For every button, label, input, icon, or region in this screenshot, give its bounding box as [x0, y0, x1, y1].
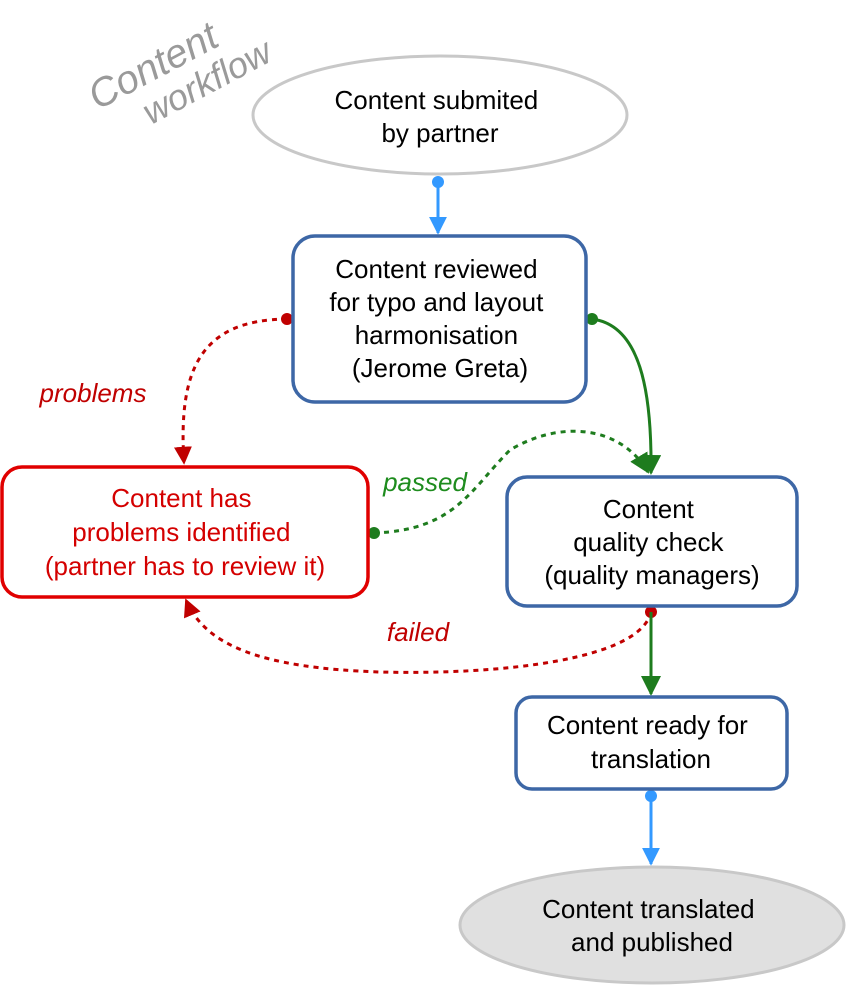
edge-ready-to-published — [642, 790, 660, 866]
node-label-line: Content reviewed — [335, 254, 537, 284]
edge-reviewed-to-quality — [586, 313, 662, 475]
node-label-line: (Jerome Greta) — [352, 353, 528, 383]
edge-label-passed: passed — [382, 467, 468, 497]
diagram-title: Content workflow — [81, 13, 280, 132]
node-label-line: harmonisation — [355, 320, 518, 350]
node-label-line: for typo and layout — [329, 287, 544, 317]
node-label: Content ready for translation — [547, 710, 755, 774]
node-content-problems: Content has problems identified (partner… — [0, 465, 370, 599]
node-label-line: quality check — [573, 527, 724, 557]
node-content-published: Content translated and published — [458, 865, 846, 985]
node-label-line: Content — [603, 494, 695, 524]
edge-start-dot — [281, 313, 293, 325]
edge-start-dot — [368, 527, 380, 539]
edge-label-problems: problems — [39, 378, 147, 408]
edge-start-dot — [432, 176, 444, 188]
node-label: Content submited by partner — [334, 85, 545, 148]
edge-submitted-to-reviewed — [429, 176, 447, 235]
node-label: Content has problems identified (partner… — [45, 483, 325, 581]
node-label-line: translation — [591, 744, 711, 774]
node-label-line: (quality managers) — [544, 560, 759, 590]
node-content-submitted: Content submited by partner — [251, 54, 629, 176]
node-label: Content quality check (quality managers) — [544, 494, 759, 590]
edge-label-failed: failed — [387, 617, 451, 647]
node-content-reviewed: Content reviewed for typo and layout har… — [291, 234, 588, 404]
node-label-line: Content ready for — [547, 710, 748, 740]
edge-reviewed-to-problems — [173, 313, 293, 465]
node-label-line: by partner — [381, 118, 498, 148]
node-content-ready: Content ready for translation — [514, 695, 789, 791]
node-label: Content reviewed for typo and layout har… — [329, 254, 550, 383]
node-content-quality-check: Content quality check (quality managers) — [505, 475, 799, 608]
node-label-line: (partner has to review it) — [45, 551, 325, 581]
edge-start-dot — [586, 313, 598, 325]
node-label-line: Content translated — [542, 894, 754, 924]
edge-problems-to-quality — [368, 429, 650, 539]
node-label-line: Content has — [111, 483, 251, 513]
node-label-line: problems identified — [72, 517, 290, 547]
node-label-line: Content submited — [334, 85, 538, 115]
node-label: Content translated and published — [542, 894, 762, 957]
node-label-line: and published — [571, 927, 733, 957]
edge-start-dot — [645, 790, 657, 802]
